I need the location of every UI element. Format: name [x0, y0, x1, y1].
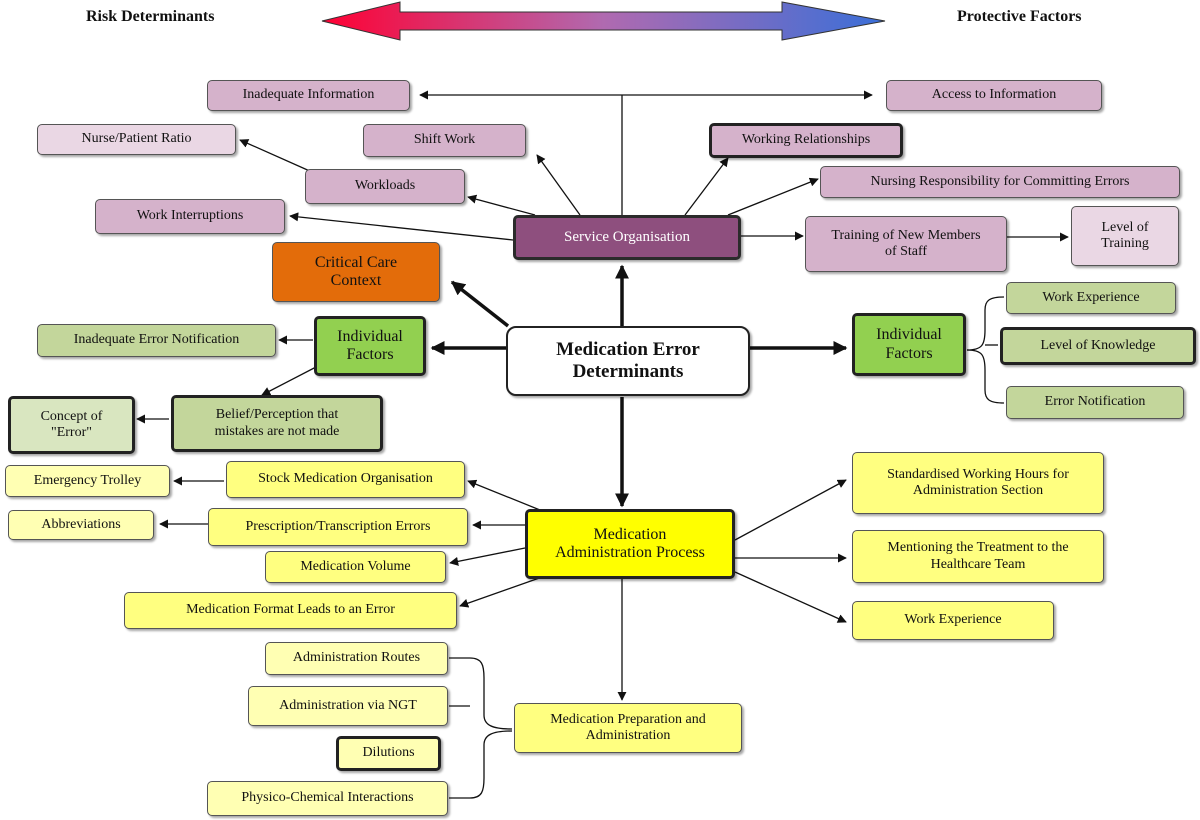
work-experience-admin-node: Work Experience — [852, 601, 1054, 640]
inadequate-error-notification-node: Inadequate Error Notification — [37, 324, 276, 357]
individual-factors-left-node: Individual Factors — [314, 316, 426, 376]
concept-of-error-node: Concept of "Error" — [8, 396, 135, 454]
shift-work-node: Shift Work — [363, 124, 526, 157]
working-relationships-node: Working Relationships — [709, 123, 903, 158]
physico-chemical-interactions-node: Physico-Chemical Interactions — [207, 781, 448, 816]
work-experience-node: Work Experience — [1006, 282, 1176, 314]
administration-routes-node: Administration Routes — [265, 642, 448, 675]
nurse-patient-ratio-node: Nurse/Patient Ratio — [37, 124, 236, 155]
nursing-responsibility-node: Nursing Responsibility for Committing Er… — [820, 166, 1180, 198]
work-interruptions-node: Work Interruptions — [95, 199, 285, 234]
medication-preparation-administration-node: Medication Preparation and Administratio… — [514, 703, 742, 753]
stock-medication-organisation-node: Stock Medication Organisation — [226, 461, 465, 498]
inadequate-information-node: Inadequate Information — [207, 80, 410, 111]
access-to-information-node: Access to Information — [886, 80, 1102, 111]
belief-perception-node: Belief/Perception that mistakes are not … — [171, 395, 383, 452]
administration-via-ngt-node: Administration via NGT — [248, 686, 448, 726]
error-notification-node: Error Notification — [1006, 386, 1184, 419]
level-of-knowledge-node: Level of Knowledge — [1000, 327, 1196, 365]
abbreviations-node: Abbreviations — [8, 510, 154, 540]
risk-protective-double-arrow — [321, 1, 886, 41]
dilutions-node: Dilutions — [336, 736, 441, 771]
medication-error-determinants-node: Medication Error Determinants — [506, 326, 750, 396]
risk-determinants-header: Risk Determinants — [86, 8, 215, 25]
training-new-members-node: Training of New Members of Staff — [805, 216, 1007, 272]
mentioning-treatment-node: Mentioning the Treatment to the Healthca… — [852, 530, 1104, 583]
medication-administration-process-node: Medication Administration Process — [525, 509, 735, 579]
emergency-trolley-node: Emergency Trolley — [5, 465, 170, 497]
medication-volume-node: Medication Volume — [265, 551, 446, 583]
prescription-transcription-errors-node: Prescription/Transcription Errors — [208, 508, 468, 546]
workloads-node: Workloads — [305, 169, 465, 204]
standardised-working-hours-node: Standardised Working Hours for Administr… — [852, 452, 1104, 514]
protective-factors-header: Protective Factors — [957, 8, 1082, 25]
critical-care-context-node: Critical Care Context — [272, 242, 440, 302]
level-of-training-node: Level of Training — [1071, 206, 1179, 266]
individual-factors-right-node: Individual Factors — [852, 313, 966, 376]
medication-format-node: Medication Format Leads to an Error — [124, 592, 457, 629]
service-organisation-node: Service Organisation — [513, 215, 741, 260]
